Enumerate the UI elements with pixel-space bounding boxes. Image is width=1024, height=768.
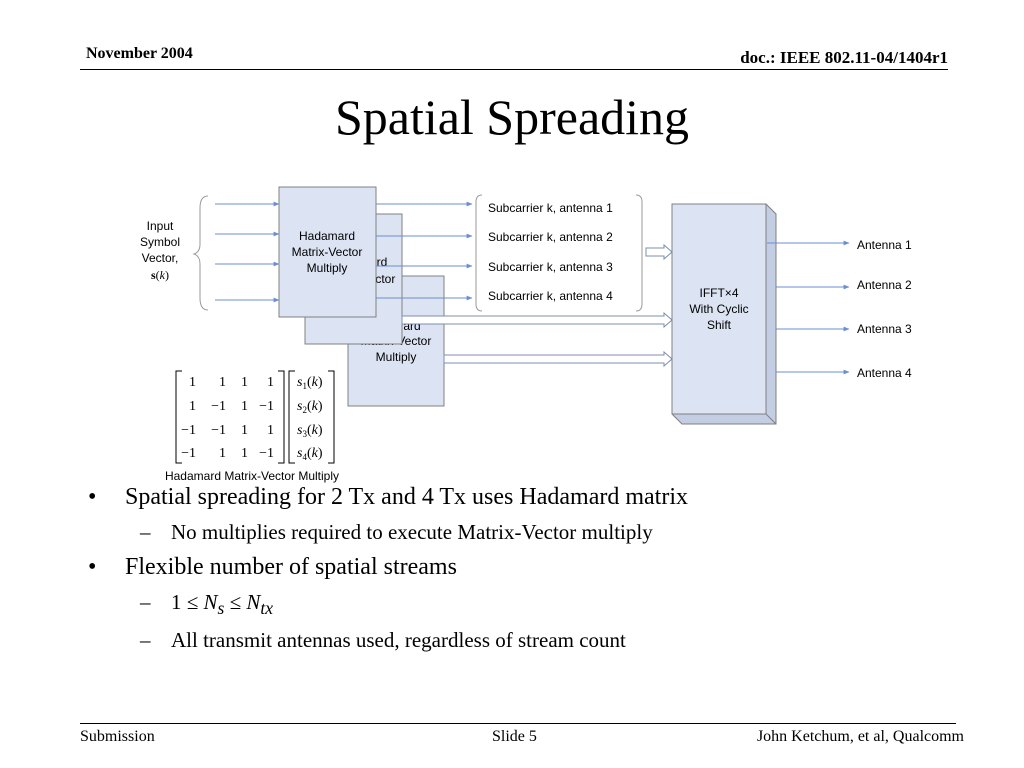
matrix-cell: 1 xyxy=(241,399,248,414)
svg-text:Multiply: Multiply xyxy=(376,350,417,364)
input-label-line: Symbol xyxy=(140,235,180,249)
subcarrier-label: Subcarrier k, antenna 1 xyxy=(488,201,613,215)
block-arrows xyxy=(401,243,673,368)
subcarrier-bracket-right xyxy=(635,194,643,312)
ifft-block-label: IFFT×4 With Cyclic Shift xyxy=(689,286,748,332)
sub-bullet-item: –All transmit antennas used, regardless … xyxy=(88,628,968,653)
footer-submission: Submission xyxy=(80,728,155,745)
footer-slide-number: Slide 5 xyxy=(492,728,537,745)
header-divider xyxy=(80,69,948,70)
bullet-mark: • xyxy=(88,484,97,510)
vector-term: s1(k) xyxy=(297,375,323,391)
matrix-cell: 1 xyxy=(267,375,274,390)
matrix-cell: −1 xyxy=(259,399,274,414)
vector-term: s3(k) xyxy=(297,423,323,439)
antenna-label: Antenna 1 xyxy=(857,238,912,252)
bullet-text: Spatial spreading for 2 Tx and 4 Tx uses… xyxy=(125,484,688,510)
input-label: Input Symbol Vector, s(k) xyxy=(140,219,180,282)
matrix-cell: 1 xyxy=(189,399,196,414)
matrix-cell: 1 xyxy=(241,423,248,438)
svg-text:IFFT×4: IFFT×4 xyxy=(699,286,738,300)
svg-text:Multiply: Multiply xyxy=(307,261,348,275)
matrix-cell: 1 xyxy=(219,375,226,390)
input-arrows xyxy=(215,201,280,303)
subcarrier-label: Subcarrier k, antenna 3 xyxy=(488,260,613,274)
header-doc-id: doc.: IEEE 802.11-04/1404r1 xyxy=(740,48,948,67)
svg-text:Shift: Shift xyxy=(707,318,732,332)
input-brace xyxy=(192,195,209,311)
svg-text:rd: rd xyxy=(377,255,388,269)
antenna-label: Antenna 3 xyxy=(857,322,912,336)
antenna-labels: Antenna 1 Antenna 2 Antenna 3 Antenna 4 xyxy=(857,238,912,380)
bullet-mark: • xyxy=(88,554,97,580)
svg-text:With Cyclic: With Cyclic xyxy=(689,302,748,316)
matrix-bracket-left xyxy=(175,370,182,464)
bullet-text: No multiplies required to execute Matrix… xyxy=(171,520,653,544)
hadamard-output-arrows xyxy=(376,201,473,301)
footer-authors: John Ketchum, et al, Qualcomm xyxy=(756,728,964,745)
antenna-label: Antenna 2 xyxy=(857,278,912,292)
bullet-mark: – xyxy=(140,628,151,653)
ifft-block xyxy=(671,203,777,425)
vector-term: s2(k) xyxy=(297,399,323,415)
vector-bracket-left xyxy=(288,370,295,464)
block-arrow-block2 xyxy=(401,311,673,329)
input-vector-symbol: s(k) xyxy=(151,268,169,282)
matrix-cell: −1 xyxy=(181,446,196,461)
sub-bullet-item: –1 ≤ Ns ≤ Ntx xyxy=(88,590,968,619)
matrix-cell: 1 xyxy=(267,423,274,438)
hadamard-block-1 xyxy=(278,186,377,318)
input-label-line: Input xyxy=(147,219,174,233)
block-arrow-block3 xyxy=(443,350,673,368)
matrix-cell: 1 xyxy=(219,446,226,461)
matrix-cells: 1 1 1 1 1 −1 1 −1 −1 −1 1 1 −1 1 1 −1 xyxy=(181,375,274,461)
header-date: November 2004 xyxy=(86,45,193,62)
stream-count-formula: 1 ≤ Ns ≤ Ntx xyxy=(171,590,274,619)
antenna-arrows xyxy=(767,240,850,375)
bullet-text: Flexible number of spatial streams xyxy=(125,554,457,580)
matrix-caption: Hadamard Matrix-Vector Multiply xyxy=(165,469,339,483)
bullet-item: • Flexible number of spatial streams xyxy=(88,554,968,581)
block-arrow-subcarriers xyxy=(645,243,673,261)
matrix-cell: −1 xyxy=(181,423,196,438)
sub-bullet-item: –No multiplies required to execute Matri… xyxy=(88,520,968,545)
matrix-cell: −1 xyxy=(211,423,226,438)
subcarrier-labels: Subcarrier k, antenna 1 Subcarrier k, an… xyxy=(488,201,613,303)
matrix-cell: 1 xyxy=(241,375,248,390)
matrix-cell: 1 xyxy=(189,375,196,390)
footer-divider xyxy=(80,723,956,724)
subcarrier-label: Subcarrier k, antenna 4 xyxy=(488,289,613,303)
matrix-cell: 1 xyxy=(241,446,248,461)
matrix-cell: −1 xyxy=(211,399,226,414)
vector-bracket-right xyxy=(328,370,335,464)
bullet-item: • Spatial spreading for 2 Tx and 4 Tx use… xyxy=(88,484,968,511)
matrix-cell: −1 xyxy=(259,446,274,461)
bullet-text: All transmit antennas used, regardless o… xyxy=(171,628,626,653)
hadamard-equation: 1 1 1 1 1 −1 1 −1 −1 −1 1 1 −1 1 1 −1 s1… xyxy=(175,370,335,464)
vector-term: s4(k) xyxy=(297,446,323,462)
bullet-mark: – xyxy=(140,520,151,544)
bullet-mark: – xyxy=(140,590,151,614)
slide-title: Spatial Spreading xyxy=(334,89,690,145)
hadamard-block-1-label: Hadamard Matrix-Vector Multiply xyxy=(292,229,363,275)
svg-text:Matrix-Vector: Matrix-Vector xyxy=(292,245,363,259)
input-label-line: Vector, xyxy=(142,251,179,265)
bullet-list: • Spatial spreading for 2 Tx and 4 Tx use… xyxy=(88,484,968,662)
subcarrier-bracket-left xyxy=(475,194,483,312)
matrix-bracket-right xyxy=(278,370,285,464)
antenna-label: Antenna 4 xyxy=(857,366,912,380)
svg-text:Hadamard: Hadamard xyxy=(299,229,355,243)
subcarrier-label: Subcarrier k, antenna 2 xyxy=(488,230,613,244)
